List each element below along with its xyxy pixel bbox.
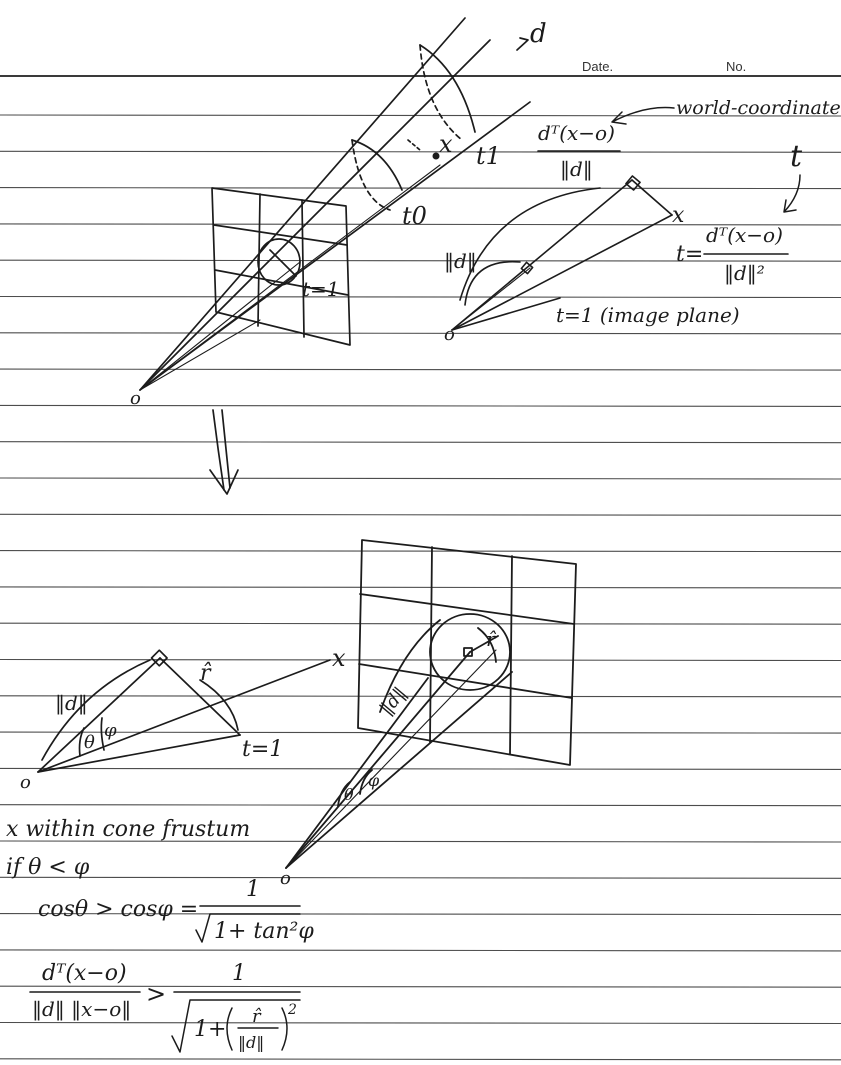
t-formula-denominator: ‖d‖² bbox=[724, 261, 765, 286]
left-paren bbox=[226, 1007, 233, 1051]
cone-r-hat: r̂ bbox=[486, 627, 497, 651]
ruled-line bbox=[0, 187, 841, 190]
projection-numerator: dᵀ(x−o) bbox=[538, 121, 615, 145]
ruled-line bbox=[0, 114, 841, 117]
angle-diagram bbox=[37, 649, 331, 773]
ruled-line bbox=[0, 1021, 841, 1025]
ruled-line bbox=[0, 840, 841, 843]
note-frustum: x within cone frustum bbox=[6, 817, 250, 842]
sqrt-sign-1 bbox=[195, 913, 301, 943]
ruled-line bbox=[0, 513, 841, 516]
final-lhs-numerator: dᵀ(x−o) bbox=[42, 961, 127, 986]
final-rhs-fraction-num: r̂ bbox=[252, 1006, 262, 1027]
cone-diagram-bottom bbox=[285, 539, 577, 869]
t-symbol-arrow bbox=[783, 174, 801, 213]
t0-label: t0 bbox=[402, 202, 427, 230]
ruled-line bbox=[0, 1058, 841, 1061]
ruled-line bbox=[0, 695, 841, 698]
ruled-line bbox=[0, 150, 841, 153]
ruled-line bbox=[0, 223, 841, 226]
world-coordinate-label: world-coordinate bbox=[676, 97, 841, 119]
sketch-d-norm: ‖d‖ bbox=[444, 249, 477, 274]
final-rhs-fraction-den: ‖d‖ bbox=[238, 1033, 264, 1052]
image-plane-label: t=1 (image plane) bbox=[556, 303, 740, 327]
ruled-line bbox=[0, 259, 841, 262]
angle-r-hat: r̂ bbox=[200, 661, 212, 686]
cos-inequality-denominator: 1+ tan²φ bbox=[214, 919, 314, 944]
final-relation: > bbox=[146, 980, 166, 1008]
transition-arrow bbox=[209, 409, 239, 495]
ruled-line bbox=[0, 804, 841, 807]
angle-phi: φ bbox=[104, 720, 117, 741]
sketch-origin: o bbox=[444, 324, 455, 345]
ruled-line bbox=[0, 404, 841, 407]
angle-x-label: x bbox=[332, 644, 346, 672]
sketch-point-x: x bbox=[672, 203, 685, 228]
cone-d-norm: ‖d‖ bbox=[376, 683, 411, 719]
cone-theta: θ bbox=[344, 785, 354, 804]
number-label: No. bbox=[726, 59, 746, 74]
ruled-lines bbox=[0, 75, 841, 1061]
sqrt-sign-2 bbox=[171, 999, 301, 1053]
projection-sketch bbox=[451, 175, 673, 331]
world-coordinate-arrow bbox=[611, 106, 675, 125]
date-label: Date. bbox=[582, 59, 613, 74]
ruled-line bbox=[0, 295, 841, 299]
angle-theta: θ bbox=[84, 732, 95, 753]
ruled-line bbox=[0, 913, 841, 916]
ruled-line bbox=[0, 949, 841, 952]
ruled-line bbox=[0, 658, 841, 662]
ruled-line bbox=[0, 368, 841, 371]
cone-phi: φ bbox=[368, 771, 380, 790]
cos-inequality-lhs: cosθ > cosφ = bbox=[38, 897, 198, 922]
cos-inequality-numerator: 1 bbox=[246, 877, 260, 902]
t-formula-numerator: dᵀ(x−o) bbox=[706, 223, 783, 247]
cone-origin: o bbox=[280, 868, 291, 889]
ruled-line bbox=[0, 332, 841, 335]
t-symbol: t bbox=[790, 139, 803, 174]
ruled-line bbox=[0, 586, 841, 589]
ruled-line bbox=[0, 876, 841, 879]
direction-d-label: d bbox=[530, 19, 547, 49]
t-equals-one-label: t=1 bbox=[302, 277, 340, 301]
ruled-line bbox=[0, 622, 841, 625]
final-lhs-denominator: ‖d‖ ‖x−o‖ bbox=[32, 997, 131, 1022]
ruled-line bbox=[0, 985, 841, 988]
t-formula-lhs: t= bbox=[676, 242, 703, 267]
angle-t-equals-one: t=1 bbox=[242, 737, 283, 762]
final-rhs-one-plus: 1+ bbox=[194, 1017, 226, 1042]
right-paren bbox=[281, 1007, 288, 1051]
final-rhs-exponent: 2 bbox=[287, 1002, 297, 1018]
projection-denominator: ‖d‖ bbox=[560, 157, 593, 182]
angle-origin: o bbox=[20, 772, 31, 793]
ruled-line bbox=[0, 441, 841, 444]
ruled-line bbox=[0, 477, 841, 480]
ruled-line bbox=[0, 767, 841, 770]
point-x-label: x bbox=[439, 130, 453, 158]
t1-label: t1 bbox=[476, 142, 501, 170]
angle-d-norm: ‖d‖ bbox=[55, 691, 88, 716]
ruled-line bbox=[0, 550, 841, 553]
cone-diagram-top bbox=[139, 17, 531, 391]
final-rhs-numerator: 1 bbox=[232, 961, 246, 986]
note-condition: if θ < φ bbox=[6, 855, 90, 880]
origin-label: o bbox=[130, 388, 141, 409]
ruled-line bbox=[0, 731, 841, 734]
